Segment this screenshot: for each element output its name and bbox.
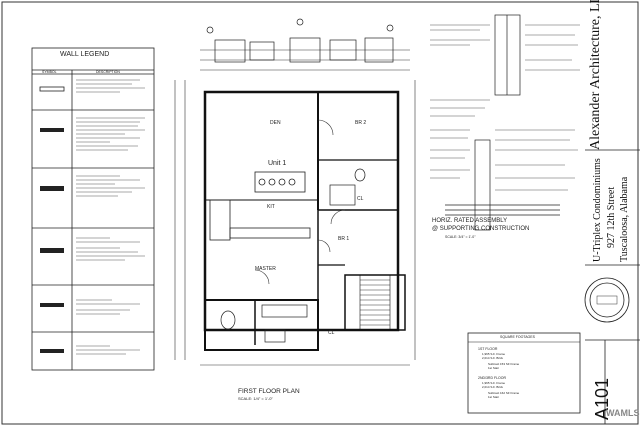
firm-name: Alexander Architecture, LLC <box>588 0 603 150</box>
project-name: U-Triplex Condominiums <box>592 158 603 262</box>
room-label-master: MASTER <box>255 266 276 272</box>
sqft-second-line1: 1,965 S.F. Frame <box>482 381 506 385</box>
doors <box>254 119 346 285</box>
detail-notes <box>430 24 580 191</box>
sqft-second-line3: Subtract 162 SF Frame <box>488 391 520 395</box>
kitchen-fixtures <box>209 171 311 241</box>
unit-label: Unit 1 <box>268 160 287 167</box>
sqft-second-line2: 2,014 S.F. Brick <box>482 385 504 389</box>
assembly-title-line1: HORIZ. RATED ASSEMBLY <box>432 218 508 224</box>
plan-title: FIRST FLOOR PLAN <box>238 388 300 395</box>
sqft-first-line1: 1,965 S.F. Frame <box>482 352 506 356</box>
seal <box>584 277 630 323</box>
wall-legend-title: WALL LEGEND <box>60 51 110 58</box>
watermark: WAMLS <box>606 408 640 418</box>
floor-plan-walls <box>203 90 406 351</box>
legend-column-symbol: SYMBOL <box>42 70 57 74</box>
sqft-first-line3: Subtract 153 SF Frame <box>488 362 520 366</box>
project-street: 927 12th Street <box>606 186 617 248</box>
sqft-first-floor: 1ST FLOOR <box>478 347 498 351</box>
stairs <box>360 279 390 326</box>
plan-scale: SCALE: 1/4" = 1'-0" <box>238 396 273 401</box>
wall-legend-table <box>31 47 155 371</box>
sqft-first-line4: 1st Stair <box>488 366 500 370</box>
room-label-den: DEN <box>270 120 281 126</box>
sqft-second-floor: 2ND/3RD FLOOR <box>478 376 507 380</box>
room-label-br: BR 1 <box>338 236 350 242</box>
dimension-lines <box>174 49 416 366</box>
room-label-br2: BR 2 <box>355 120 367 126</box>
seal-label <box>596 295 618 305</box>
room-label-cl-2: CL <box>328 330 335 336</box>
sqft-first-line2: 2,014 S.F. Brick <box>482 356 504 360</box>
room-label-kit: KIT <box>267 204 275 210</box>
sqft-second-line4: 1st Stair <box>488 395 500 399</box>
project-city: Tuscaloosa, Alabama <box>619 176 630 262</box>
assembly-title-line2: @ SUPPORTING CONSTRUCTION <box>432 226 530 232</box>
legend-column-description: DESCRIPTION <box>96 70 120 74</box>
room-label-cl-1: CL <box>357 196 364 202</box>
assembly-scale: SCALE: 3/4" = 1'-0" <box>445 235 476 239</box>
construction-details <box>445 14 560 231</box>
bath-fixtures <box>220 168 366 343</box>
sqft-title: SQUARE FOOTAGES <box>500 335 535 339</box>
square-footage-box <box>467 332 581 414</box>
legend-symbols <box>39 86 65 353</box>
